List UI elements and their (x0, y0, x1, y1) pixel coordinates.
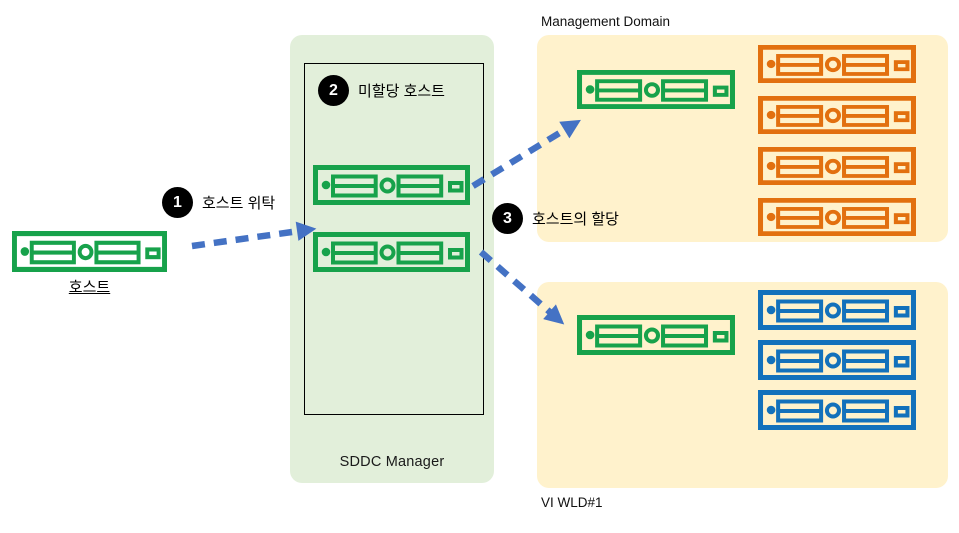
step-2-unassigned: 2 미할당 호스트 (318, 75, 445, 106)
step-1-commission: 1 호스트 위탁 (162, 187, 275, 218)
wld-host-stack (758, 290, 916, 430)
host-label: 호스트 (68, 279, 111, 296)
newly-assigned-host-icon (577, 315, 735, 355)
step-3-assign: 3 호스트의 할당 (492, 203, 619, 234)
step-3-label: 호스트의 할당 (532, 211, 619, 228)
rack-server-icon (313, 232, 470, 272)
newly-assigned-host-icon (577, 70, 735, 109)
rack-server-icon (758, 340, 916, 380)
rack-server-icon (758, 390, 916, 430)
sddc-manager-label: SDDC Manager (339, 454, 445, 470)
management-domain-title: Management Domain (541, 14, 671, 29)
rack-server-icon (758, 96, 916, 134)
vi-wld-panel (537, 282, 948, 488)
management-domain-panel (537, 35, 948, 242)
unassigned-host-stack (313, 165, 470, 272)
rack-server-icon (758, 147, 916, 185)
step-3-badge: 3 (492, 203, 523, 234)
host-icon (12, 231, 167, 272)
sddc-manager-panel: 2 미할당 호스트 SDDC Manager (290, 35, 494, 483)
rack-server-icon (758, 290, 916, 330)
step-1-label: 호스트 위탁 (202, 195, 276, 212)
unassigned-hosts-box: 2 미할당 호스트 (304, 63, 484, 415)
rack-server-icon (313, 165, 470, 205)
vi-wld-title: VI WLD#1 (541, 495, 603, 510)
rack-server-icon (758, 45, 916, 83)
commission-arrow (191, 221, 317, 250)
step-1-badge: 1 (162, 187, 193, 218)
step-2-badge: 2 (318, 75, 349, 106)
rack-server-icon (758, 198, 916, 236)
management-host-stack (758, 45, 916, 236)
step-2-label: 미할당 호스트 (358, 83, 445, 100)
